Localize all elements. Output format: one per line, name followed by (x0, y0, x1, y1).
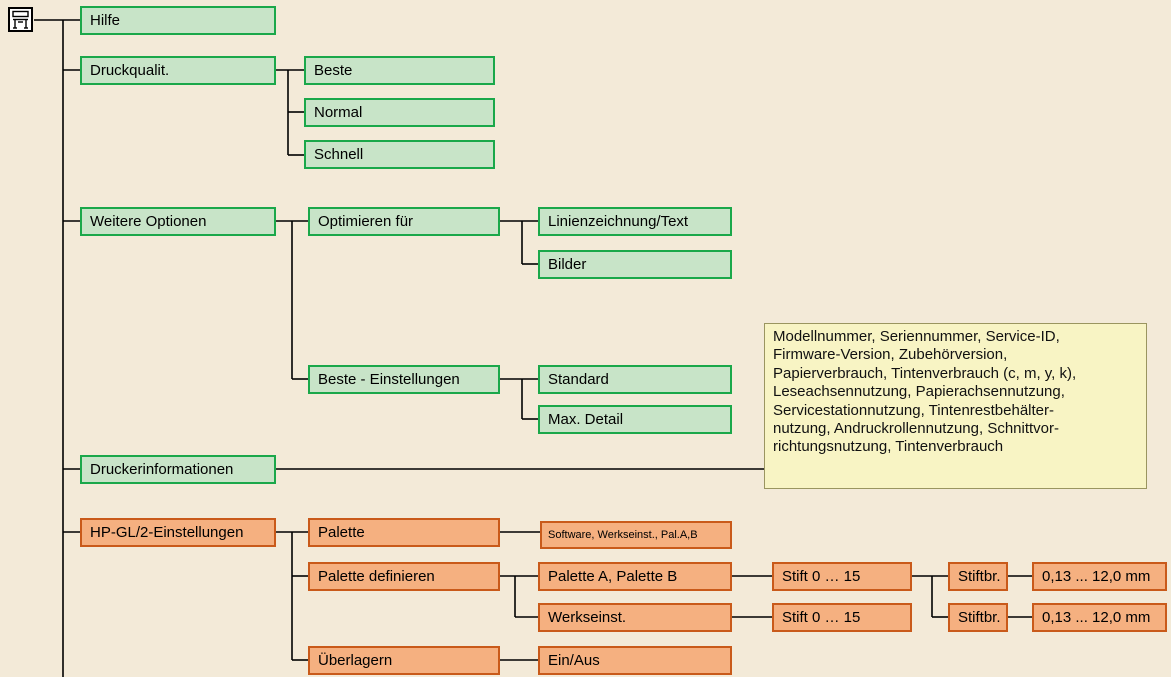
node-ein-aus[interactable]: Ein/Aus (538, 646, 732, 675)
node-normal[interactable]: Normal (304, 98, 495, 127)
node-mm-2[interactable]: 0,13 ... 12,0 mm (1032, 603, 1167, 632)
info-line: Papierverbrauch, Tintenverbrauch (c, m, … (773, 364, 1077, 382)
node-optimieren-fuer[interactable]: Optimieren für (308, 207, 500, 236)
node-schnell[interactable]: Schnell (304, 140, 495, 169)
printer-info-box: Modellnummer, Seriennummer, Service-ID, … (764, 323, 1147, 489)
node-max-detail[interactable]: Max. Detail (538, 405, 732, 434)
node-hpgl2-einstellungen[interactable]: HP-GL/2-Einstellungen (80, 518, 276, 547)
node-ueberlagern[interactable]: Überlagern (308, 646, 500, 675)
node-mm-1[interactable]: 0,13 ... 12,0 mm (1032, 562, 1167, 591)
info-line: Leseachsennutzung, Papierachsennutzung, (773, 383, 1065, 401)
node-stiftbr-2[interactable]: Stiftbr. (948, 603, 1008, 632)
info-line: Servicestationnutzung, Tintenrestbehälte… (773, 401, 1054, 419)
node-standard[interactable]: Standard (538, 365, 732, 394)
node-palette[interactable]: Palette (308, 518, 500, 547)
info-line: richtungsnutzung, Tintenverbrauch (773, 438, 1004, 456)
node-druckqualitaet[interactable]: Druckqualit. (80, 56, 276, 85)
node-beste-einstellungen[interactable]: Beste - Einstellungen (308, 365, 500, 394)
node-hilfe[interactable]: Hilfe (80, 6, 276, 35)
info-line: nutzung, Andruckrollennutzung, Schnittvo… (773, 420, 1060, 438)
info-line: Firmware-Version, Zubehörversion, (773, 346, 1008, 364)
node-stift-2[interactable]: Stift 0 … 15 (772, 603, 912, 632)
node-weitere-optionen[interactable]: Weitere Optionen (80, 207, 276, 236)
node-beste[interactable]: Beste (304, 56, 495, 85)
node-palette-definieren[interactable]: Palette definieren (308, 562, 500, 591)
node-stiftbr-1[interactable]: Stiftbr. (948, 562, 1008, 591)
node-bilder[interactable]: Bilder (538, 250, 732, 279)
node-palette-a-b[interactable]: Palette A, Palette B (538, 562, 732, 591)
node-linienzeichnung-text[interactable]: Linienzeichnung/Text (538, 207, 732, 236)
printer-icon (8, 7, 33, 32)
node-werkseinst[interactable]: Werkseinst. (538, 603, 732, 632)
info-line: Modellnummer, Seriennummer, Service-ID, (773, 328, 1060, 345)
node-druckerinformationen[interactable]: Druckerinformationen (80, 455, 276, 484)
node-stift-1[interactable]: Stift 0 … 15 (772, 562, 912, 591)
node-palette-options[interactable]: Software, Werkseinst., Pal.A,B (540, 521, 732, 549)
